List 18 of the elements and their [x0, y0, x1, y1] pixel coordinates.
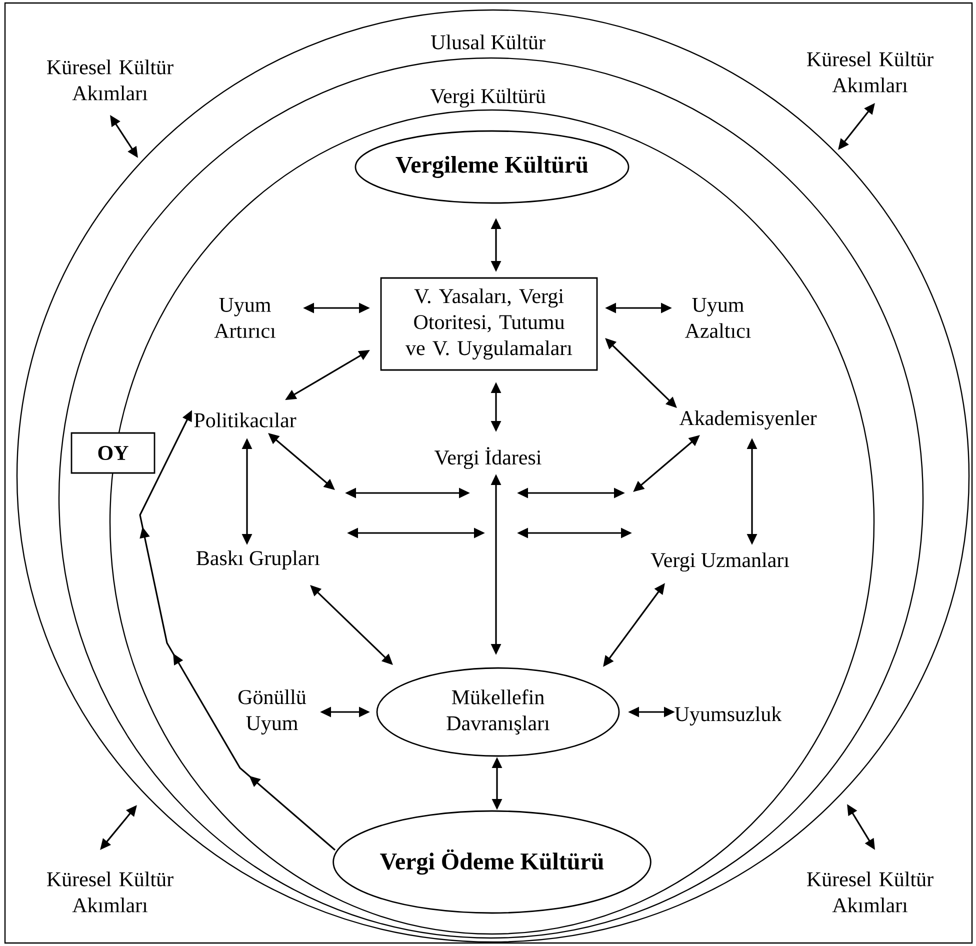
node-label: Uyum Artırıcı — [214, 298, 276, 338]
node-label: Baskı Grupları — [196, 550, 320, 570]
node-label: Vergi Uzmanları — [650, 552, 790, 572]
text-box: OY — [70, 432, 156, 474]
node-label: Küresel Kültür Akımları — [807, 52, 934, 92]
node-label: Vergi İdaresi — [434, 447, 542, 469]
node-label: Gönüllü Uyum — [238, 689, 306, 735]
ellipse-node: Mükellefin Davranışları — [376, 667, 620, 757]
node-label: Küresel Kültür Akımları — [47, 872, 174, 912]
ellipse-node: Vergi Ödeme Kültürü — [332, 810, 652, 914]
node-label: Politikacılar — [194, 412, 296, 428]
node-label: Uyumsuzluk — [674, 706, 782, 726]
node-label: Uyum Azaltıcı — [684, 298, 751, 338]
node-label: Küresel Kültür Akımları — [807, 872, 934, 912]
text-box: V. Yasaları, Vergi Otoritesi, Tutumu ve V. Uygulamaları — [380, 277, 598, 371]
node-label: Küresel Kültür Akımları — [47, 60, 174, 100]
ellipse-node: Vergileme Kültürü — [354, 130, 630, 204]
node-label: Akademisyenler — [679, 410, 817, 430]
